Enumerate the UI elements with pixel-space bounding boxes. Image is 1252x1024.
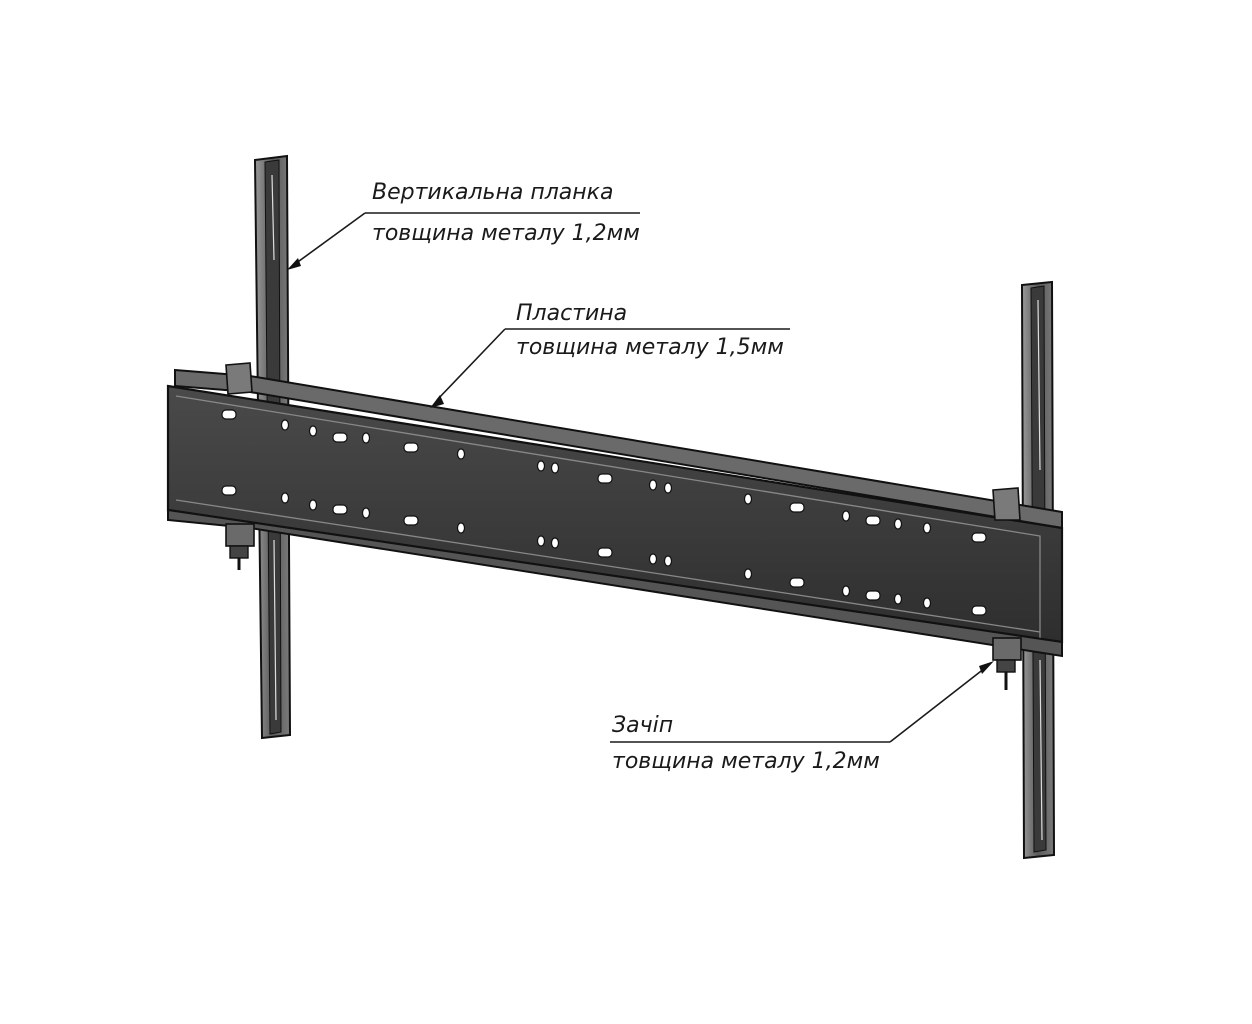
callout-leader <box>294 212 366 265</box>
callout-title: Вертикальна планка <box>372 180 613 205</box>
right-latch <box>992 637 1022 690</box>
plate-holes <box>221 409 987 616</box>
left-latch <box>225 523 255 570</box>
callout-plate: Пластина товщина металу 1,5мм <box>430 301 790 408</box>
callout-title: Зачіп <box>612 713 673 738</box>
callout-spec: товщина металу 1,2мм <box>372 221 640 246</box>
callout-leader <box>889 667 986 743</box>
callout-latch: Зачіп товщина металу 1,2мм <box>610 661 994 774</box>
callout-title: Пластина <box>516 301 627 326</box>
mounting-plate <box>166 362 1064 658</box>
callout-leader <box>436 328 506 401</box>
callout-vertical-bar: Вертикальна планка товщина металу 1,2мм <box>287 180 640 270</box>
callout-spec: товщина металу 1,2мм <box>612 749 880 774</box>
callout-spec: товщина металу 1,5мм <box>516 335 784 360</box>
